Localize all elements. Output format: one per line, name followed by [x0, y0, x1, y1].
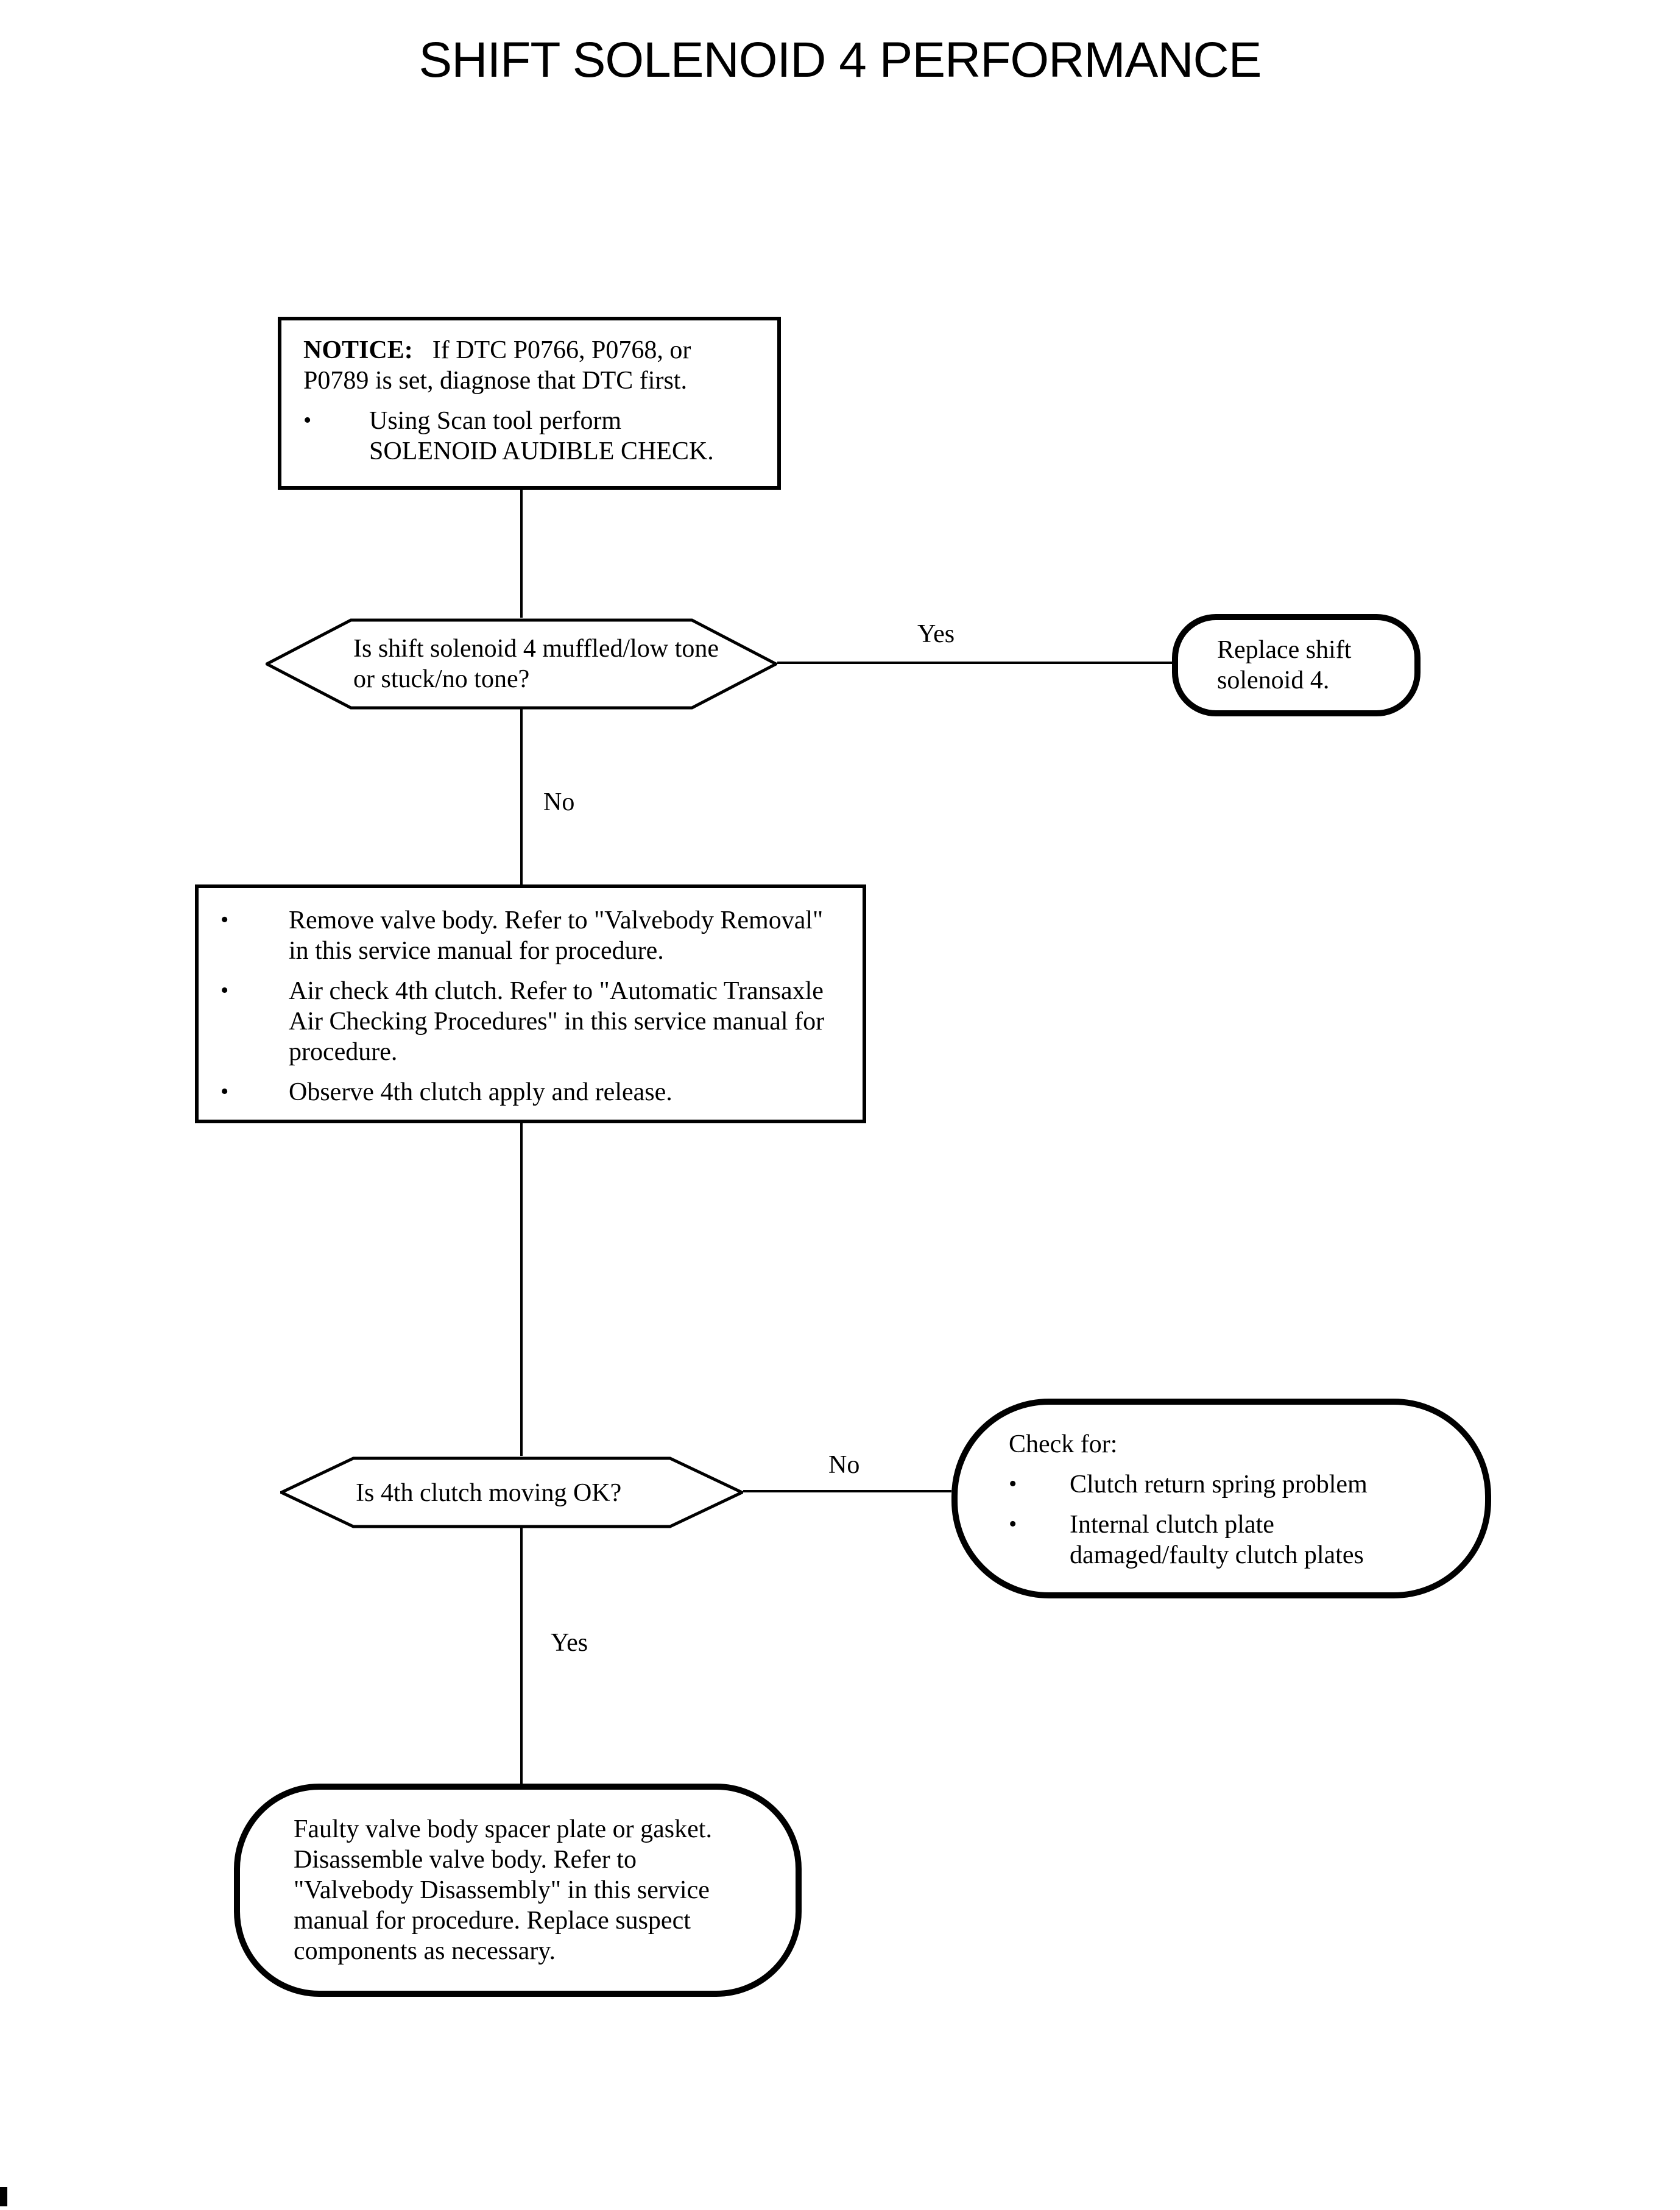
bullet-icon: •: [221, 978, 229, 1004]
steps-item-text: Air check 4th clutch. Refer to "Automati…: [289, 976, 825, 1066]
notice-body-text: If DTC P0766, P0768, or P0789 is set, di…: [303, 335, 691, 395]
edge-label-yes-1: Yes: [917, 619, 955, 648]
decision2-question: Is 4th clutch moving OK?: [356, 1477, 622, 1506]
bullet-icon: •: [221, 908, 229, 933]
steps-item: • Air check 4th clutch. Refer to "Automa…: [221, 976, 848, 1067]
action-replace-solenoid-text: Replace shift solenoid 4.: [1217, 635, 1352, 694]
check-item: • Internal clutch plate damaged/faulty c…: [1009, 1509, 1461, 1570]
page-title: SHIFT SOLENOID 4 PERFORMANCE: [418, 32, 1262, 88]
action-check-box: Check for: • Clutch return spring proble…: [951, 1399, 1491, 1598]
notice-bullet-item: • Using Scan tool perform SOLENOID AUDIB…: [303, 406, 763, 467]
check-item-text: Internal clutch plate damaged/faulty clu…: [1070, 1509, 1364, 1569]
bullet-icon: •: [303, 408, 312, 434]
notice-label: NOTICE:: [303, 335, 413, 364]
edge-line-yes-1: [777, 662, 1172, 664]
connector-notice-to-decision1: [520, 490, 523, 618]
notice-text: NOTICE:If DTC P0766, P0768, or P0789 is …: [303, 335, 724, 396]
edge-label-yes-2: Yes: [551, 1628, 588, 1657]
decision2-question-wrap: Is 4th clutch moving OK?: [280, 1456, 743, 1529]
scan-artifact: [0, 2187, 7, 2206]
connector-steps-to-decision2: [520, 1121, 523, 1456]
decision1-question-wrap: Is shift solenoid 4 muffled/low tone or …: [266, 618, 777, 710]
decision1-node: Is shift solenoid 4 muffled/low tone or …: [266, 618, 777, 710]
bullet-icon: •: [1009, 1472, 1017, 1497]
bullet-icon: •: [1009, 1512, 1017, 1537]
action-replace-solenoid-box: Replace shift solenoid 4.: [1172, 614, 1421, 716]
decision2-node: Is 4th clutch moving OK?: [280, 1456, 743, 1529]
notice-bullet-text: Using Scan tool perform SOLENOID AUDIBLE…: [369, 406, 714, 465]
decision2-hexagon-shape: [280, 1456, 743, 1528]
edge-line-yes-2: [520, 1527, 523, 1784]
notice-box: NOTICE:If DTC P0766, P0768, or P0789 is …: [278, 317, 781, 490]
bullet-icon: •: [221, 1079, 229, 1105]
steps-item: • Remove valve body. Refer to "Valvebody…: [221, 905, 848, 966]
check-list: • Clutch return spring problem • Interna…: [1009, 1469, 1461, 1570]
steps-box: • Remove valve body. Refer to "Valvebody…: [195, 884, 866, 1123]
edge-label-no-2: No: [828, 1450, 860, 1479]
steps-item: • Observe 4th clutch apply and release.: [221, 1077, 848, 1107]
notice-bullet-list: • Using Scan tool perform SOLENOID AUDIB…: [303, 406, 763, 467]
action-final-text: Faulty valve body spacer plate or gasket…: [294, 1814, 712, 1965]
steps-item-text: Remove valve body. Refer to "Valvebody R…: [289, 905, 824, 965]
steps-list: • Remove valve body. Refer to "Valvebody…: [221, 905, 848, 1107]
decision1-hexagon-shape: [266, 618, 777, 710]
decision1-question: Is shift solenoid 4 muffled/low tone or …: [353, 634, 719, 693]
steps-item-text: Observe 4th clutch apply and release.: [289, 1077, 672, 1106]
edge-line-no-1: [520, 709, 523, 884]
check-item: • Clutch return spring problem: [1009, 1469, 1461, 1500]
action-final-box: Faulty valve body spacer plate or gasket…: [234, 1784, 802, 1997]
check-title: Check for:: [1009, 1429, 1118, 1458]
check-item-text: Clutch return spring problem: [1070, 1469, 1368, 1499]
edge-label-no-1: No: [543, 787, 575, 816]
edge-line-no-2: [743, 1490, 951, 1492]
